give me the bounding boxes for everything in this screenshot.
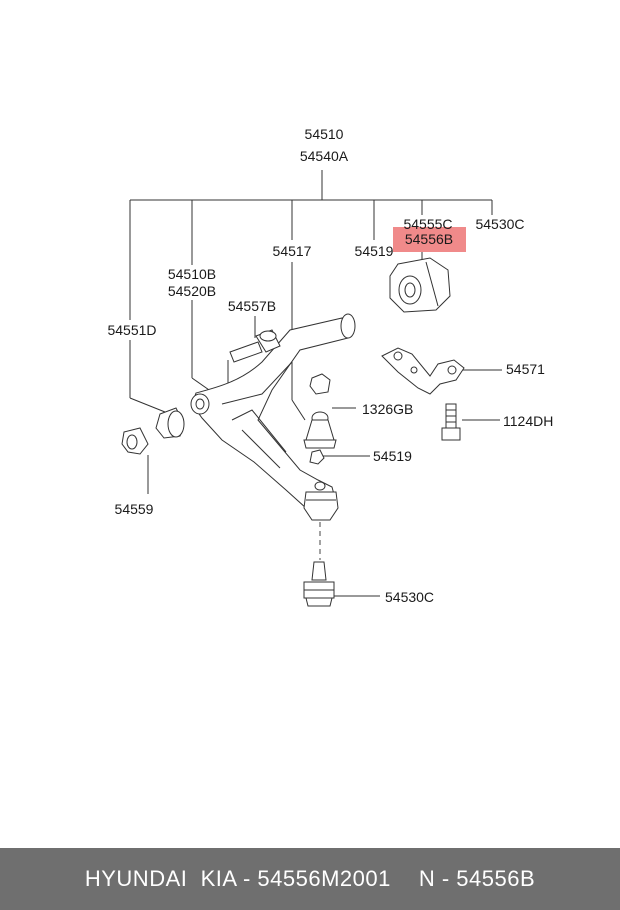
label-54559: 54559 [115,501,154,517]
label-54551d: 54551D [107,322,156,338]
label-54519-mid: 54519 [373,448,412,464]
label-1326gb: 1326GB [362,401,413,417]
nut-54519 [309,449,325,465]
label-54520b: 54520B [168,283,216,299]
label-54557b: 54557B [228,298,276,314]
label-54540a: 54540A [300,148,349,164]
label-54571: 54571 [506,361,545,377]
label-54519-top: 54519 [355,243,394,259]
bracket-54571 [381,347,465,395]
ball-joint-54530c [303,561,335,607]
label-54530c-balljoint: 54530C [385,589,434,605]
label-54530c-top: 54530C [475,216,524,232]
label-54517: 54517 [273,243,312,259]
highlight-box [393,227,466,252]
leader-lines [129,170,502,597]
parts-diagram: 54510 54540A 54555C 54530C 54556B 54519 … [107,126,553,607]
ball-stud-54517 [303,411,337,449]
bolt-54557b [229,329,281,363]
bushing-54551d [155,407,185,439]
footer-bar: HYUNDAI KIA - 54556M2001 N - 54556B [0,848,620,910]
bushing-54556b [389,257,451,313]
nut-1326gb [309,373,331,395]
label-54510b: 54510B [168,266,216,282]
label-54510: 54510 [305,126,344,142]
label-54555c: 54555C [403,216,452,232]
footer-part-number: N - 54556B [418,866,536,891]
bolt-1124dh [441,403,461,441]
label-1124dh: 1124DH [503,413,553,429]
bushing-54559 [121,427,149,455]
footer-brand-part: HYUNDAI KIA - 54556M2001 [84,866,391,891]
lower-control-arm [190,313,356,521]
label-54556b: 54556B [405,231,453,247]
